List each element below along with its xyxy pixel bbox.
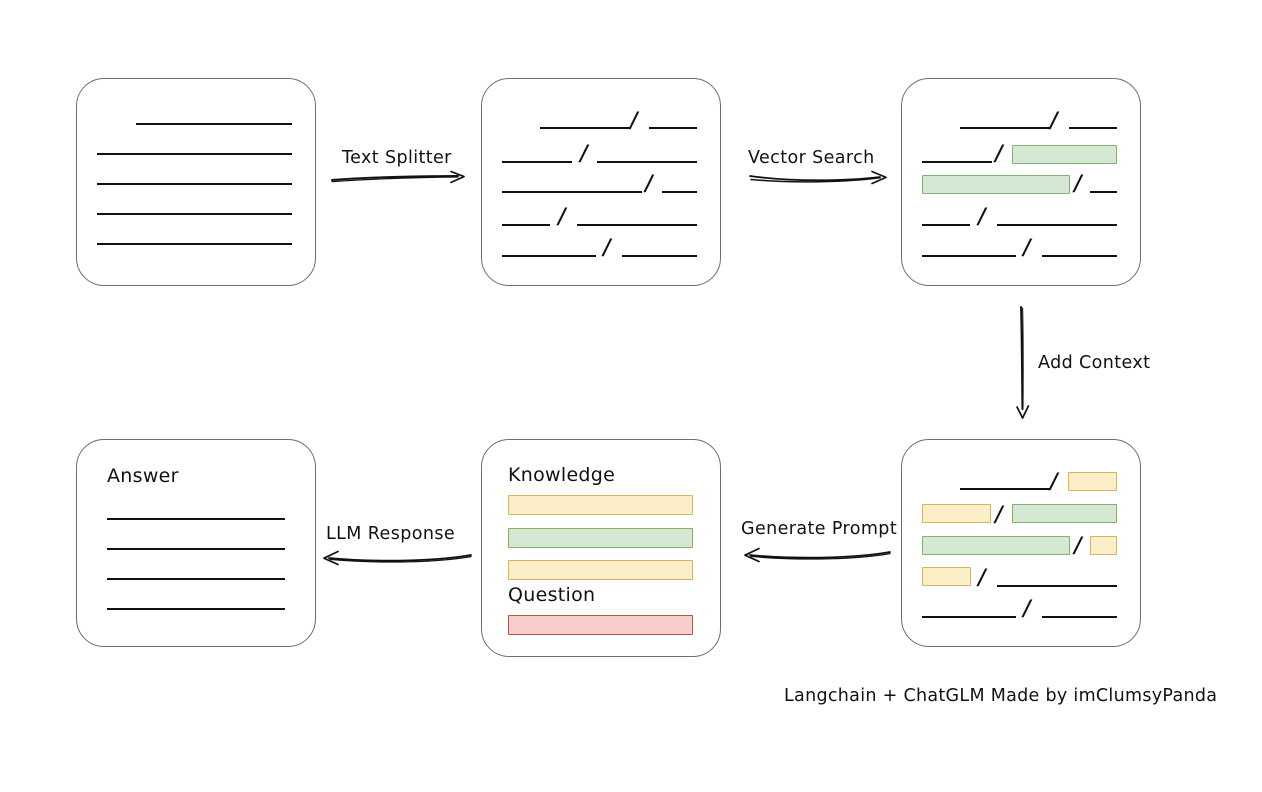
separator-slash: / <box>580 140 588 165</box>
separator-slash: / <box>995 501 1003 526</box>
highlight-chip-matched <box>1012 504 1117 523</box>
card-answer: Answer <box>76 439 316 647</box>
text-line <box>997 224 1117 226</box>
text-line <box>502 224 550 226</box>
text-line <box>997 585 1117 587</box>
text-line <box>107 518 285 520</box>
separator-slash: / <box>995 140 1003 165</box>
text-line <box>922 255 1016 257</box>
text-line <box>597 161 697 163</box>
card-source-document <box>76 78 316 286</box>
separator-slash: / <box>558 203 566 228</box>
knowledge-label: Knowledge <box>508 464 616 486</box>
text-line <box>97 153 292 155</box>
highlight-chip-context <box>1068 472 1117 491</box>
arrow-label-add-context: Add Context <box>1038 353 1151 373</box>
highlight-chip-matched <box>922 175 1070 194</box>
text-line <box>1090 191 1117 193</box>
separator-slash: / <box>1050 107 1058 132</box>
separator-slash: / <box>978 203 986 228</box>
separator-slash: / <box>1023 595 1031 620</box>
text-line <box>1042 616 1117 618</box>
text-line <box>540 127 630 129</box>
text-line <box>960 127 1050 129</box>
text-line <box>502 255 596 257</box>
highlight-chip-context <box>922 504 991 523</box>
card-prompt: Knowledge Question <box>481 439 721 657</box>
text-line <box>107 578 285 580</box>
text-line <box>960 488 1050 490</box>
card-vector-matched-document: / / / / / <box>901 78 1141 286</box>
answer-label: Answer <box>107 465 179 487</box>
knowledge-chip-matched <box>508 528 693 548</box>
question-chip <box>508 615 693 635</box>
separator-slash: / <box>1023 234 1031 259</box>
arrow-add-context <box>1012 305 1034 419</box>
knowledge-chip-context <box>508 495 693 515</box>
separator-slash: / <box>645 170 653 195</box>
knowledge-chip-context <box>508 560 693 580</box>
arrow-generate-prompt <box>740 546 892 566</box>
text-line <box>922 224 970 226</box>
text-line <box>97 183 292 185</box>
separator-slash: / <box>630 107 638 132</box>
arrow-label-llm-response: LLM Response <box>326 524 456 544</box>
text-line <box>577 224 697 226</box>
text-line <box>649 127 697 129</box>
highlight-chip-matched <box>922 536 1070 555</box>
card-split-document: / / / / / <box>481 78 721 286</box>
separator-slash: / <box>603 234 611 259</box>
separator-slash: / <box>1074 170 1082 195</box>
text-line <box>922 616 1016 618</box>
text-line <box>136 123 292 125</box>
arrow-llm-response <box>318 549 473 569</box>
highlight-chip-context <box>1090 536 1117 555</box>
question-label: Question <box>508 584 596 606</box>
separator-slash: / <box>1074 532 1082 557</box>
text-line <box>97 213 292 215</box>
text-line <box>107 608 285 610</box>
arrow-vector-search <box>748 168 890 188</box>
text-line <box>97 243 292 245</box>
footer-credit: Langchain + ChatGLM Made by imClumsyPand… <box>784 686 1218 706</box>
arrow-label-text-splitter: Text Splitter <box>342 148 452 168</box>
separator-slash: / <box>1050 468 1058 493</box>
arrow-text-splitter <box>330 170 470 188</box>
text-line <box>502 161 572 163</box>
text-line <box>107 548 285 550</box>
text-line <box>502 191 642 193</box>
text-line <box>622 255 697 257</box>
text-line <box>1042 255 1117 257</box>
card-context-added-document: / / / / / <box>901 439 1141 647</box>
highlight-chip-matched <box>1012 145 1117 164</box>
highlight-chip-context <box>922 567 971 586</box>
separator-slash: / <box>978 564 986 589</box>
text-line <box>662 191 697 193</box>
text-line <box>922 161 992 163</box>
text-line <box>1069 127 1117 129</box>
arrow-label-generate-prompt: Generate Prompt <box>741 519 898 539</box>
arrow-label-vector-search: Vector Search <box>748 148 875 168</box>
